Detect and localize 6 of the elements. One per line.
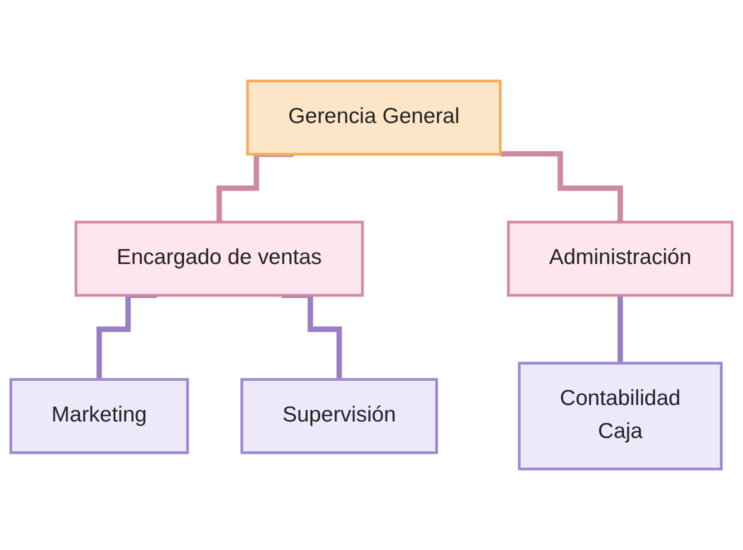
node-box bbox=[246, 80, 502, 156]
node-box bbox=[10, 378, 189, 454]
node-box bbox=[507, 220, 734, 297]
node-box bbox=[518, 362, 723, 470]
node-box bbox=[240, 378, 438, 454]
node-box bbox=[74, 220, 364, 297]
